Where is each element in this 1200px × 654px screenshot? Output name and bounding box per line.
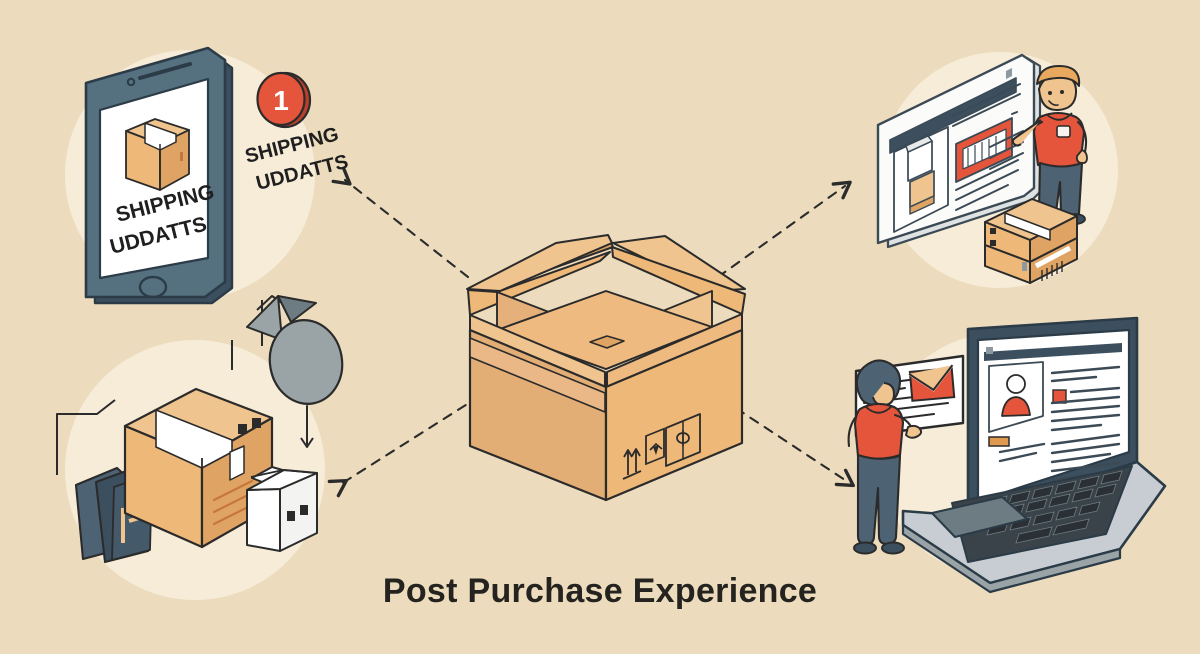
screen-avatar-body xyxy=(1001,396,1031,417)
package-label-strip xyxy=(1034,245,1072,269)
white-box-lid xyxy=(250,469,318,478)
phone-home-button[interactable] xyxy=(138,275,168,299)
person-collar xyxy=(1045,112,1073,121)
fragile-symbols xyxy=(622,413,701,480)
laptop-screen-content xyxy=(984,343,1122,482)
parcel-icon xyxy=(125,118,190,191)
large-box-mark-1 xyxy=(238,424,247,434)
laptop[interactable] xyxy=(901,316,1167,594)
package-mark-2 xyxy=(990,240,996,246)
product-banner xyxy=(955,117,1013,183)
arrow-to-product-screen xyxy=(716,180,852,279)
large-box-lines xyxy=(212,479,254,526)
person-shirt-pocket xyxy=(1056,125,1071,138)
package-top-tape xyxy=(1004,212,1051,241)
screen-header-bar xyxy=(984,343,1122,361)
person-hand-right xyxy=(1075,148,1088,165)
stacked-packages xyxy=(984,198,1078,284)
box-flap-front-left-shadow xyxy=(469,337,606,413)
person-hair xyxy=(1036,65,1081,87)
large-box-label xyxy=(229,445,245,481)
person2-shoe-left xyxy=(853,541,877,555)
arrow-to-mobile xyxy=(331,166,470,279)
screen-chip xyxy=(988,436,1010,447)
envelope-icon[interactable] xyxy=(908,364,956,402)
box-inner-center-notch xyxy=(589,335,625,349)
product-browser-window[interactable] xyxy=(876,53,1042,249)
white-box xyxy=(246,466,318,552)
arrow-to-packaging xyxy=(327,394,482,498)
paper-plane-icon xyxy=(246,295,344,448)
open-cardboard-box[interactable] xyxy=(466,234,746,502)
person-eye-2 xyxy=(1060,90,1064,94)
product-thumbnail-panel[interactable] xyxy=(893,126,949,233)
browser-text-lines xyxy=(952,83,1021,211)
person-pointing xyxy=(1011,65,1088,225)
grey-pouch xyxy=(268,319,344,405)
screen-avatar-head xyxy=(1006,374,1026,394)
phone-camera-icon xyxy=(126,77,136,87)
large-box-mark-2 xyxy=(252,418,261,428)
laptop-base-edge xyxy=(901,523,1122,594)
person2-arm-2 xyxy=(847,416,857,448)
person-hand-pointing xyxy=(1011,119,1042,147)
person-arm-right xyxy=(1076,120,1088,154)
person-eye xyxy=(1048,91,1052,95)
package-mark-3 xyxy=(1022,262,1027,271)
white-box-mark-2 xyxy=(300,505,308,515)
person2-hand xyxy=(905,424,923,439)
smartphone[interactable]: SHIPPING UDDATTS xyxy=(84,46,234,305)
badge-face xyxy=(256,71,306,127)
white-box-mark-1 xyxy=(287,511,295,521)
box-body-front xyxy=(604,328,744,502)
package-barcode-icon xyxy=(1041,261,1063,281)
browser-window-control-icon[interactable] xyxy=(1006,68,1012,79)
large-cardboard-box xyxy=(123,387,274,549)
laptop-trackpad[interactable] xyxy=(931,496,1028,538)
package-mark-1 xyxy=(990,228,996,234)
box-flap-left-outer xyxy=(466,234,613,292)
person-mouth xyxy=(1048,100,1059,106)
badge-count: 1 xyxy=(273,85,289,116)
large-box-tape xyxy=(155,409,233,469)
person-at-laptop xyxy=(847,359,923,555)
person2-collar xyxy=(865,405,893,414)
person2-shoe-right xyxy=(881,541,905,555)
notification-badge[interactable]: 1 xyxy=(256,71,312,129)
person2-trousers xyxy=(856,453,902,546)
phone-speaker-icon xyxy=(138,62,192,80)
screen-text-lines xyxy=(998,365,1121,482)
screen-window-dot xyxy=(986,347,993,354)
